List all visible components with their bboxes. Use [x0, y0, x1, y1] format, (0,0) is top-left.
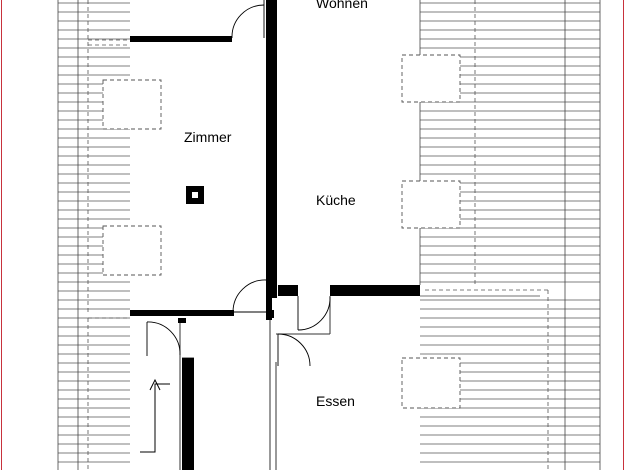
- skylight: [102, 225, 162, 276]
- skylight: [401, 180, 461, 229]
- wall: [266, 298, 272, 320]
- room-label-kueche: Küche: [316, 192, 356, 208]
- wall: [278, 285, 298, 296]
- roof-outlines: [57, 0, 601, 470]
- room-label-zimmer: Zimmer: [184, 129, 232, 145]
- chimney: [186, 186, 204, 204]
- stair-arrow: [140, 378, 170, 453]
- wall: [130, 310, 234, 316]
- doors: [146, 0, 331, 367]
- skylight: [401, 357, 461, 409]
- interior-lines: [179, 0, 331, 470]
- skylights: [102, 54, 461, 409]
- walls: [130, 0, 420, 470]
- wall: [266, 310, 274, 318]
- wall: [178, 318, 186, 323]
- room-label-essen: Essen: [316, 393, 355, 409]
- wall: [266, 0, 277, 298]
- skylight: [102, 79, 162, 130]
- wall: [330, 285, 420, 296]
- wall: [130, 36, 232, 42]
- skylight: [401, 54, 461, 103]
- dashed-outlines: [87, 0, 549, 470]
- roof-hatch-right-lower: [420, 299, 600, 463]
- wall: [182, 358, 194, 470]
- roof-hatch-right-upper: [420, 2, 600, 283]
- room-label-wohnen: Wohnen: [316, 0, 368, 11]
